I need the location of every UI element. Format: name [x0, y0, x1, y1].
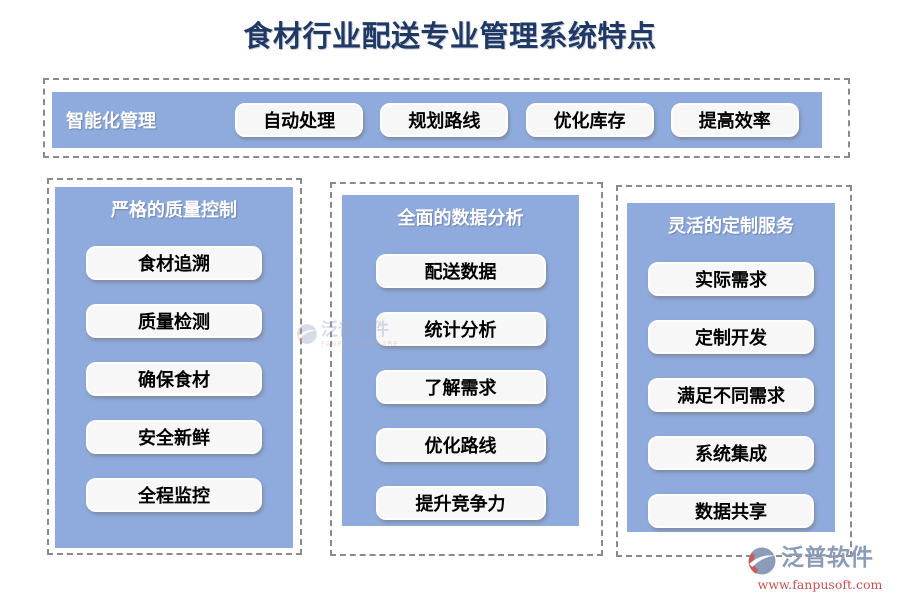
boost-competitiveness-pill[interactable]: 提升竞争力 — [375, 486, 546, 520]
full-process-monitoring-pill[interactable]: 全程监控 — [86, 478, 262, 512]
data-analysis-panel: 全面的数据分析 配送数据 统计分析 了解需求 优化路线 提升竞争力 — [342, 195, 579, 526]
custom-service-panel: 灵活的定制服务 实际需求 定制开发 满足不同需求 系统集成 数据共享 — [627, 203, 835, 532]
quality-control-panel: 严格的质量控制 食材追溯 质量检测 确保食材 安全新鲜 全程监控 — [55, 187, 293, 548]
quality-control-header: 严格的质量控制 — [111, 200, 237, 221]
meet-diverse-needs-pill[interactable]: 满足不同需求 — [648, 378, 814, 412]
quality-inspection-pill[interactable]: 质量检测 — [86, 304, 262, 338]
smart-management-bar: 智能化管理 自动处理 规划路线 优化库存 提高效率 — [52, 92, 822, 148]
quality-control-section — [47, 178, 302, 555]
fanpu-logo-icon — [748, 547, 776, 575]
data-sharing-pill[interactable]: 数据共享 — [648, 494, 814, 528]
vendor-website-link[interactable]: www.fanpusoft.com — [757, 577, 883, 592]
understand-demand-pill[interactable]: 了解需求 — [375, 370, 546, 404]
custom-development-pill[interactable]: 定制开发 — [648, 320, 814, 354]
page-title: 食材行业配送专业管理系统特点 — [243, 19, 657, 53]
system-integration-pill[interactable]: 系统集成 — [648, 436, 814, 470]
data-analysis-header: 全面的数据分析 — [397, 208, 524, 229]
statistical-analysis-pill[interactable]: 统计分析 — [375, 312, 546, 346]
route-planning-pill[interactable]: 规划路线 — [380, 103, 509, 137]
food-traceability-pill[interactable]: 食材追溯 — [86, 246, 262, 280]
efficiency-improvement-pill[interactable]: 提高效率 — [670, 103, 799, 137]
data-analysis-section — [330, 182, 603, 556]
actual-needs-pill[interactable]: 实际需求 — [648, 262, 814, 296]
smart-management-section — [43, 78, 850, 158]
route-optimization-pill[interactable]: 优化路线 — [375, 428, 546, 462]
ensure-ingredients-pill[interactable]: 确保食材 — [86, 362, 262, 396]
vendor-logo: 泛普软件 www.fanpusoft.com — [745, 545, 895, 592]
delivery-data-pill[interactable]: 配送数据 — [375, 254, 546, 288]
custom-service-header: 灵活的定制服务 — [668, 216, 794, 237]
auto-processing-pill[interactable]: 自动处理 — [235, 103, 364, 137]
vendor-brand-text: 泛普软件 — [781, 545, 873, 571]
inventory-optimization-pill[interactable]: 优化库存 — [525, 103, 654, 137]
smart-management-header: 智能化管理 — [66, 111, 156, 132]
custom-service-section — [616, 185, 852, 557]
smart-management-buttons: 自动处理 规划路线 优化库存 提高效率 — [218, 103, 822, 137]
safe-and-fresh-pill[interactable]: 安全新鲜 — [86, 420, 262, 454]
